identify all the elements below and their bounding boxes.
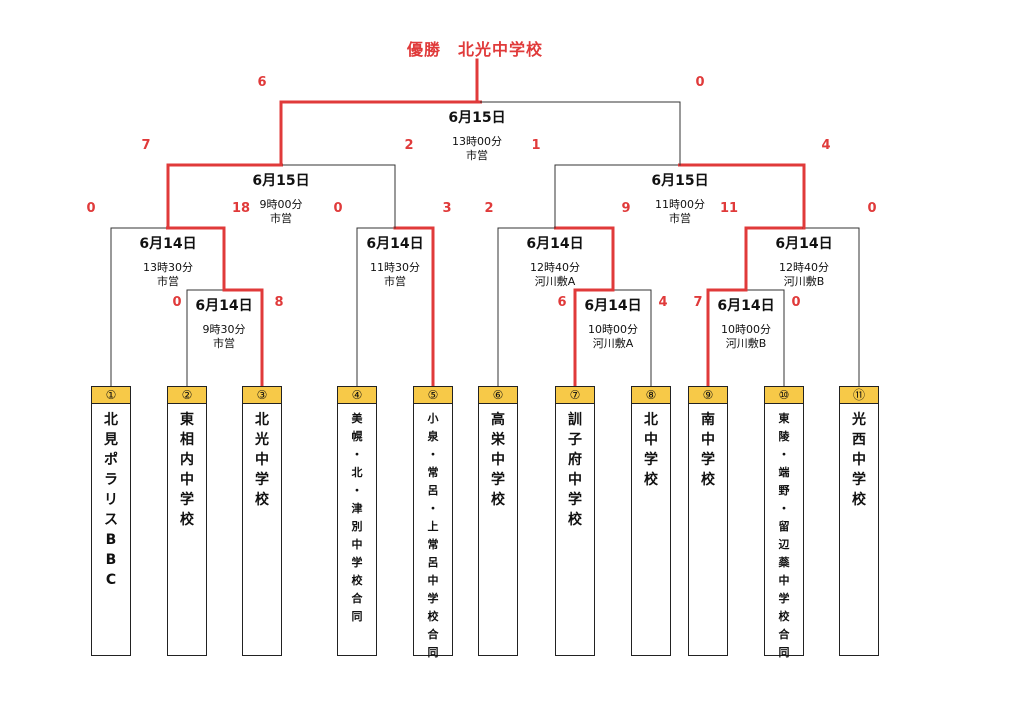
sf2-score-left: 1 [531,138,541,153]
sf2-score-right: 4 [821,138,831,153]
team-number: ⑨ [689,387,727,404]
final-venue: 市営 [466,149,488,162]
team-box: ③ 北光中学校 [242,386,282,656]
team-name: 光西中学校 [852,412,866,508]
team-box: ② 東相内中学校 [167,386,207,656]
qf4-date: 6月14日 [775,236,833,252]
r1c-score-right: 0 [791,295,801,310]
team-box: ⑨ 南中学校 [688,386,728,656]
r1a-date: 6月14日 [195,298,253,314]
team-number: ⑪ [840,387,878,404]
team-box: ⑩ 東陵・端野・留辺蘂中学校合同 [764,386,804,659]
qf1-score-right: 18 [231,201,251,216]
team-box: ⑥ 高栄中学校 [478,386,518,656]
qf3-venue: 河川敷A [534,275,576,288]
team-name: 北中学校 [644,412,658,488]
team-box: ⑦ 訓子府中学校 [555,386,595,656]
qf3-date: 6月14日 [526,236,584,252]
final-date: 6月15日 [448,110,506,126]
team-name: 訓子府中学校 [568,412,582,528]
team-name: 南中学校 [701,412,715,488]
team-number: ① [92,387,130,404]
qf1-time: 13時30分 [143,261,193,274]
team-number: ⑤ [414,387,452,404]
team-name: 東相内中学校 [180,412,194,528]
sf1-score-left: 7 [141,138,151,153]
team-number: ⑧ [632,387,670,404]
r1c-score-left: 7 [693,295,703,310]
qf2-time: 11時30分 [370,261,420,274]
r1c-venue: 河川敷B [725,337,767,350]
team-name: 美幌・北・津別中学校合同 [351,412,363,623]
qf2-score-left: 0 [333,201,343,216]
qf3-time: 12時40分 [530,261,580,274]
team-name: 小泉・常呂・上常呂中学校合同 [427,412,439,659]
team-name: 北光中学校 [255,412,269,508]
team-box: ⑪ 光西中学校 [839,386,879,656]
final-score-right: 0 [695,75,705,90]
champion-title: 優勝 北光中学校 [406,40,543,59]
r1b-venue: 河川敷A [592,337,634,350]
team-name: 高栄中学校 [491,412,505,508]
sf1-venue: 市営 [270,212,292,225]
qf4-time: 12時40分 [779,261,829,274]
r1b-date: 6月14日 [584,298,642,314]
r1a-score-right: 8 [274,295,284,310]
team-box: ⑤ 小泉・常呂・上常呂中学校合同 [413,386,453,659]
r1c-date: 6月14日 [717,298,775,314]
qf4-venue: 河川敷B [783,275,825,288]
qf1-score-left: 0 [86,201,96,216]
r1a-time: 9時30分 [202,323,246,336]
team-box: ⑧ 北中学校 [631,386,671,656]
r1b-time: 10時00分 [588,323,638,336]
r1b-score-left: 6 [557,295,567,310]
sf1-date: 6月15日 [252,173,310,189]
qf3-score-right: 9 [621,201,631,216]
r1b-score-right: 4 [658,295,668,310]
sf1-time: 9時00分 [259,198,303,211]
sf2-time: 11時00分 [655,198,705,211]
final-time: 13時00分 [452,135,502,148]
r1a-score-left: 0 [172,295,182,310]
team-number: ③ [243,387,281,404]
qf3-score-left: 2 [484,201,494,216]
team-number: ⑥ [479,387,517,404]
qf1-venue: 市営 [157,275,179,288]
qf2-score-right: 3 [442,201,452,216]
qf4-score-right: 0 [867,201,877,216]
qf2-venue: 市営 [384,275,406,288]
r1a-venue: 市営 [213,337,235,350]
qf4-score-left: 11 [719,201,739,216]
team-number: ② [168,387,206,404]
team-number: ④ [338,387,376,404]
qf1-date: 6月14日 [139,236,197,252]
final-score-left: 6 [257,75,267,90]
team-name: 東陵・端野・留辺蘂中学校合同 [778,412,790,659]
team-box: ④ 美幌・北・津別中学校合同 [337,386,377,656]
sf2-venue: 市営 [669,212,691,225]
r1c-time: 10時00分 [721,323,771,336]
qf2-date: 6月14日 [366,236,424,252]
sf2-date: 6月15日 [651,173,709,189]
sf1-score-right: 2 [404,138,414,153]
team-number: ⑦ [556,387,594,404]
team-number: ⑩ [765,387,803,404]
